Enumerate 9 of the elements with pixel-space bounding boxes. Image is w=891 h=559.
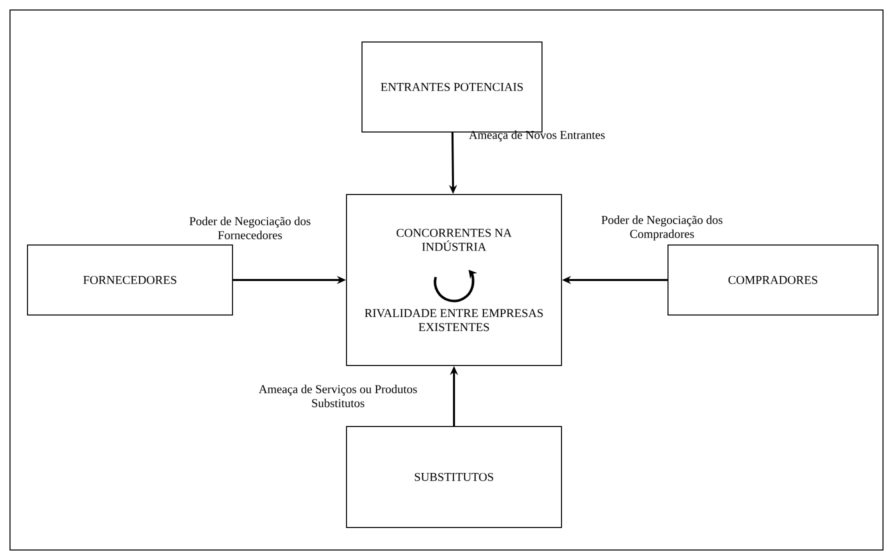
box: COMPRADORES	[668, 244, 878, 316]
box: SUBSTITUTOS	[346, 426, 562, 528]
edge-label: Ameaça de Novos Entrantes	[468, 130, 605, 142]
edge-label: Poder de Negociação dos Fornecedores	[190, 216, 310, 240]
box: CONCORRENTES NA INDÚSTRIA RIVALIDADE ENTRE EMPRESAS EXISTENTES	[346, 194, 562, 366]
box: FORNECEDORES	[27, 244, 233, 316]
edge-label: Ameaça de Serviços ou Produtos Substitutos	[258, 384, 417, 408]
edge-label: Poder de Negociação dos Compradores	[602, 216, 722, 240]
box: ENTRANTES POTENCIAIS	[362, 42, 542, 132]
